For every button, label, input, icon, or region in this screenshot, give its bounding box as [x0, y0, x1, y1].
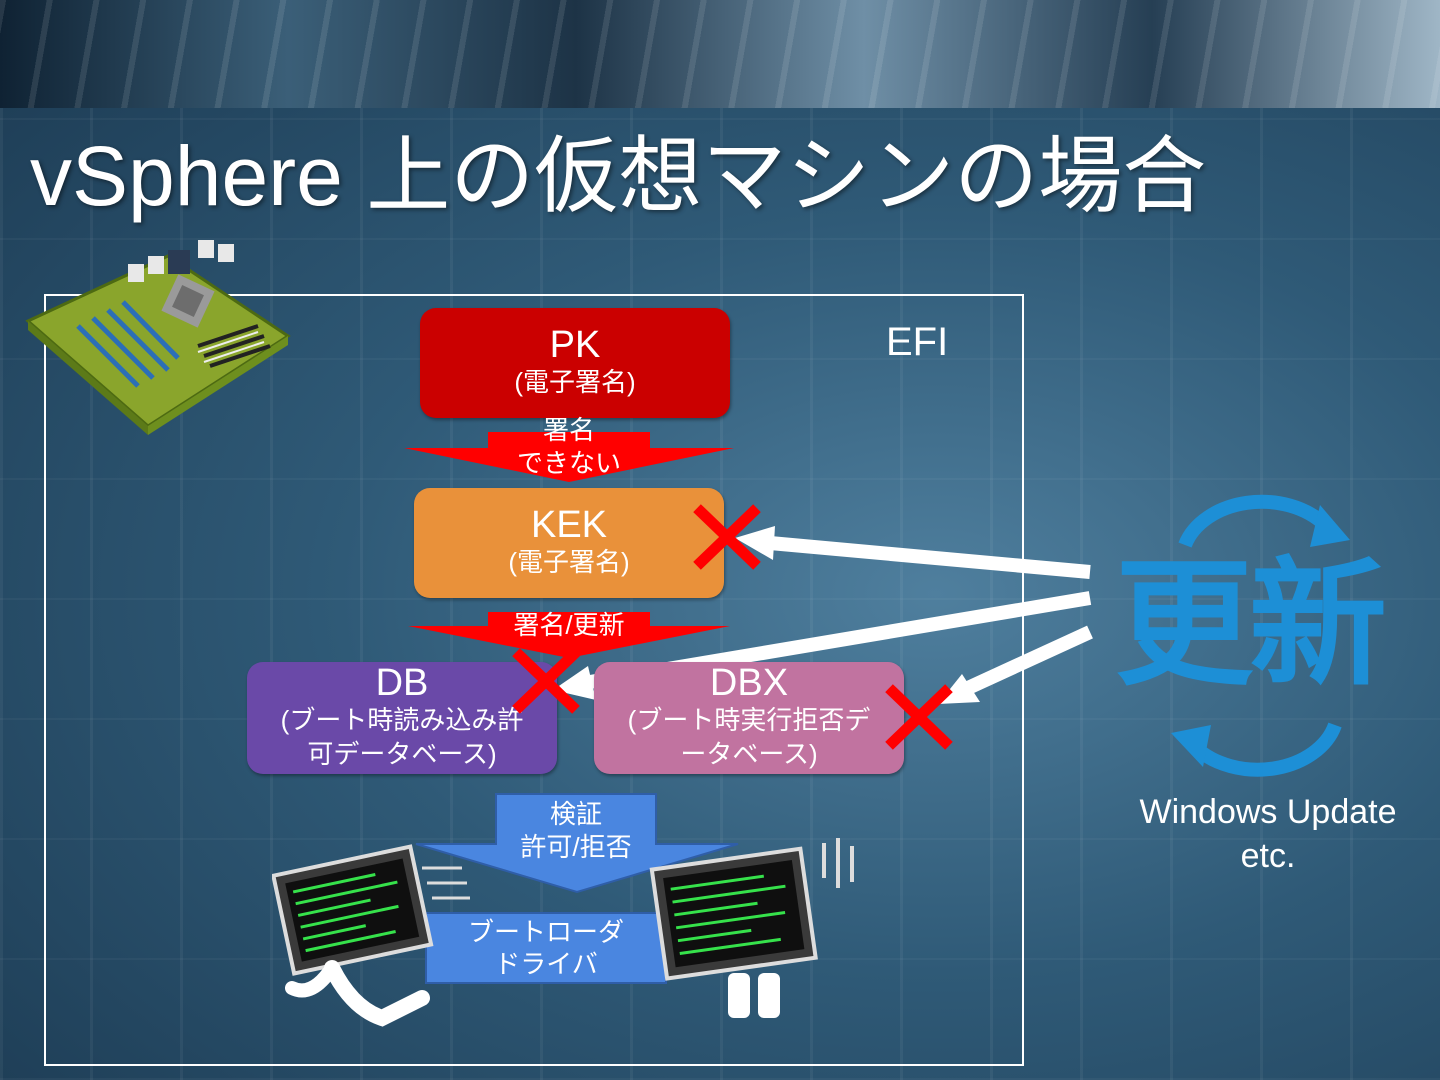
- hacker-running-icon: [272, 844, 470, 1027]
- arrow-label-cannot-sign: 署名 できない: [516, 415, 621, 478]
- dbx-sub-line1: (ブート時実行拒否デ: [627, 705, 871, 736]
- kek-name: KEK: [530, 504, 608, 547]
- dbx-box: DBX (ブート時実行拒否デ ータベース): [594, 662, 904, 774]
- arrow-pk-to-kek: [404, 432, 734, 482]
- dbx-sub-line2: ータベース): [680, 738, 818, 769]
- arrow-label-verify: 検証 許可/拒否: [520, 799, 632, 862]
- arrow-kek-to-db: [408, 612, 730, 658]
- update-arrowhead-dbx: [938, 674, 980, 704]
- slide-title: vSphere 上の仮想マシンの場合: [30, 129, 1207, 223]
- update-arrow-kek-line: [769, 536, 1091, 579]
- dbx-name: DBX: [709, 662, 789, 705]
- update-cycle-icon: [1171, 494, 1350, 777]
- x-mark-icon: [693, 504, 761, 570]
- kek-sub: (電子署名): [508, 547, 630, 578]
- arrow-label-sign-update: 署名/更新: [513, 610, 625, 640]
- bootloader-box: ブートローダ ドライバ: [425, 912, 667, 984]
- pk-sub: (電子署名): [514, 367, 636, 398]
- header-banner: [0, 0, 1440, 108]
- update-arrowhead-kek: [735, 526, 775, 560]
- hacker-blocked-icon: [649, 838, 854, 1018]
- pk-name: PK: [549, 324, 601, 367]
- update-arrow-dbx-line: [965, 625, 1093, 695]
- motherboard-icon: [25, 240, 291, 435]
- db-sub-line2: 可データベース): [307, 738, 497, 769]
- efi-label: EFI: [886, 320, 949, 364]
- windows-update-label: Windows Update etc.: [1139, 793, 1397, 876]
- db-name: DB: [375, 662, 429, 705]
- kek-box: KEK (電子署名): [414, 488, 724, 598]
- pk-box: PK (電子署名): [420, 308, 730, 418]
- x-mark-icon: [512, 648, 580, 714]
- db-sub-line1: (ブート時読み込み許: [280, 705, 524, 736]
- db-box: DB (ブート時読み込み許 可データベース): [247, 662, 557, 774]
- update-text: 更新: [1115, 548, 1387, 702]
- x-mark-icon: [885, 684, 953, 750]
- efi-frame: [44, 294, 1024, 1066]
